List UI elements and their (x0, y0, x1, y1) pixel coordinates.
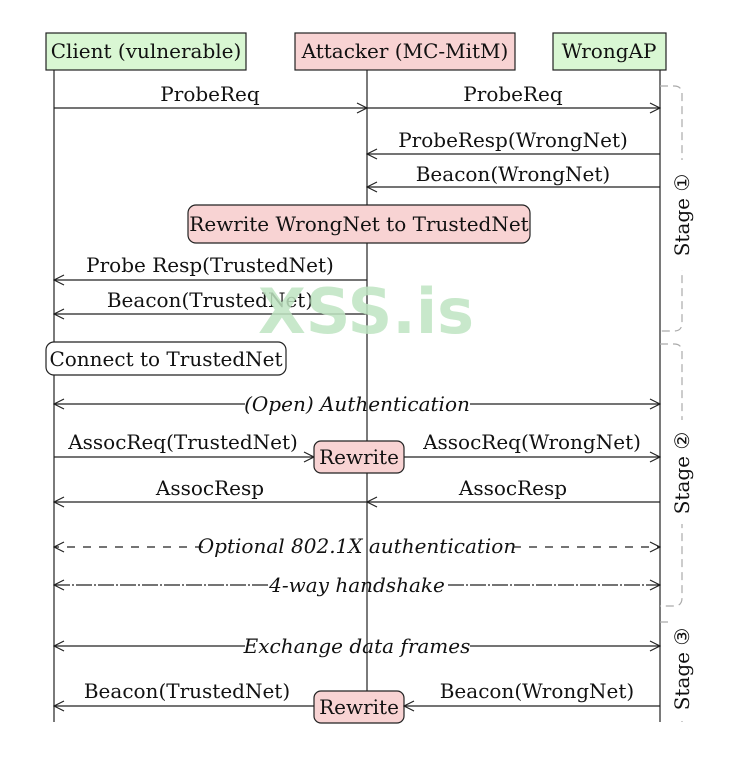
exchange-data-label: Exchange data frames (243, 634, 471, 658)
rewrite-assoc-box: Rewrite (313, 440, 405, 474)
ap-actor-label: WrongAP (562, 39, 657, 63)
attacker-actor-label: Attacker (MC-MitM) (301, 39, 509, 63)
connect-trustednet-label: Connect to TrustedNet (49, 347, 282, 371)
open-auth-label: (Open) Authentication (244, 392, 470, 416)
client-actor-label: Client (vulnerable) (51, 39, 242, 63)
msg-proberesp-wrongnet-label: ProbeResp(WrongNet) (398, 128, 628, 152)
msg-assocresp-right-label: AssocResp (458, 476, 567, 500)
msg-assocreq-trustednet-label: AssocReq(TrustedNet) (67, 430, 298, 454)
msg-beacon-wrongnet-2-label: Beacon(WrongNet) (440, 679, 635, 703)
stage3-label-group: Stage ③ (670, 617, 694, 721)
optional-8021x-label: Optional 802.1X authentication (198, 534, 516, 558)
stage3-label: Stage ③ (670, 628, 694, 711)
msg-proberesp-trustednet-label: Probe Resp(TrustedNet) (86, 253, 334, 277)
stage1-bracket (660, 85, 683, 332)
rewrite-beacon-label: Rewrite (319, 695, 399, 719)
client-actor: Client (vulnerable) (45, 32, 247, 71)
watermark: XSS.is (258, 275, 474, 348)
msg-probereq-left-label: ProbeReq (160, 82, 260, 106)
stage1-label: Stage ① (670, 174, 694, 257)
stage2-label: Stage ② (670, 432, 694, 515)
stage1-label-group: Stage ① (670, 160, 694, 270)
rewrite-wrongnet-box: Rewrite WrongNet to TrustedNet (187, 204, 531, 244)
attacker-actor: Attacker (MC-MitM) (294, 32, 516, 71)
msg-assocresp-left-label: AssocResp (155, 476, 264, 500)
msg-assocreq-wrongnet-label: AssocReq(WrongNet) (422, 430, 641, 454)
msg-beacon-wrongnet-1-label: Beacon(WrongNet) (416, 162, 611, 186)
rewrite-beacon-box: Rewrite (313, 690, 405, 724)
connect-trustednet-box: Connect to TrustedNet (45, 341, 287, 376)
ap-actor: WrongAP (552, 32, 667, 71)
msg-beacon-trustednet-2-label: Beacon(TrustedNet) (84, 679, 290, 703)
rewrite-assoc-label: Rewrite (319, 445, 399, 469)
msg-beacon-trustednet-1-label: Beacon(TrustedNet) (107, 288, 313, 312)
stage2-label-group: Stage ② (670, 420, 694, 524)
handshake-label: 4-way handshake (268, 573, 445, 597)
rewrite-wrongnet-label: Rewrite WrongNet to TrustedNet (189, 212, 528, 236)
msg-probereq-right-label: ProbeReq (463, 82, 563, 106)
